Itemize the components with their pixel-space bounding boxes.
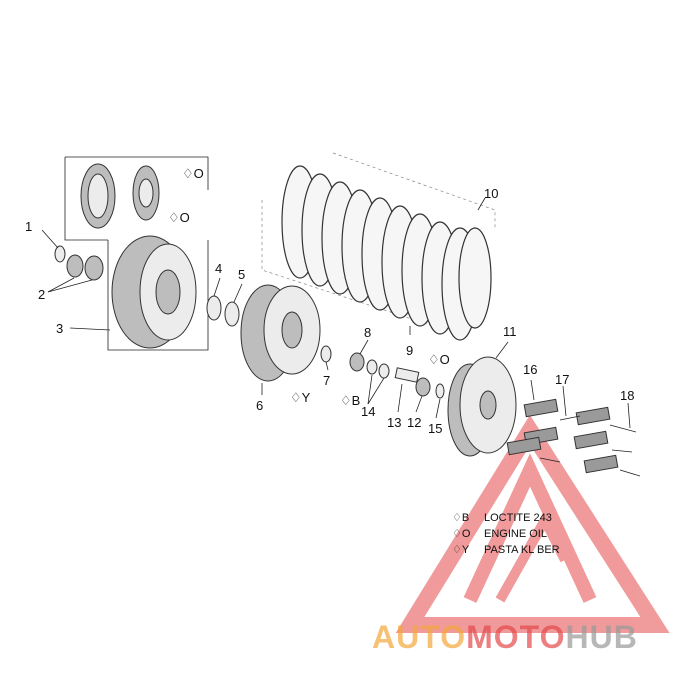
clutch-basket-group: ♢O xyxy=(107,210,209,351)
inner-hub-group: ♢Y xyxy=(240,284,321,405)
watermark-moto: MOTO xyxy=(466,619,565,655)
oil-marker: ♢O xyxy=(182,166,204,181)
callout-1: 1 xyxy=(25,219,32,234)
callout-17: 17 xyxy=(555,372,569,387)
callout-10: 10 xyxy=(484,186,498,201)
callout-18: 18 xyxy=(620,388,634,403)
oil-marker: ♢O xyxy=(428,352,450,367)
legend-symbol-o: ♢O xyxy=(452,528,471,540)
legend: ♢B LOCTITE 243 ♢O ENGINE OIL ♢Y PASTA KL… xyxy=(452,512,560,556)
callout-11: 11 xyxy=(503,324,517,339)
clutch-plates-group xyxy=(261,152,496,341)
callout-labels: 1 2 3 4 5 6 7 8 9 10 11 12 13 14 15 16 1… xyxy=(25,186,634,436)
callout-5: 5 xyxy=(238,267,245,282)
callout-3: 3 xyxy=(56,321,63,336)
loctite-marker: ♢B xyxy=(340,393,360,408)
washer-group xyxy=(206,277,243,327)
callout-4: 4 xyxy=(215,261,222,276)
legend-symbol-y: ♢Y xyxy=(452,544,470,556)
bushing-group xyxy=(41,229,111,331)
oil-marker: ♢O xyxy=(168,210,190,225)
callout-14: 14 xyxy=(361,404,375,419)
legend-text-paste: PASTA KL BER xyxy=(484,544,560,556)
legend-text-loctite: LOCTITE 243 xyxy=(484,512,552,524)
callout-16: 16 xyxy=(523,362,537,377)
callout-13: 13 xyxy=(387,415,401,430)
nut-group: ♢B xyxy=(340,339,390,408)
watermark-hub: HUB xyxy=(565,619,637,655)
watermark-logo-icon xyxy=(395,414,670,633)
callout-9: 9 xyxy=(406,343,413,358)
primary-gear-group: ♢O xyxy=(64,156,209,241)
callout-7: 7 xyxy=(323,373,330,388)
grease-marker: ♢Y xyxy=(290,390,311,405)
callout-6: 6 xyxy=(256,398,263,413)
callout-8: 8 xyxy=(364,325,371,340)
callout-15: 15 xyxy=(428,421,442,436)
pressure-plate-group xyxy=(447,341,517,457)
callout-2: 2 xyxy=(38,287,45,302)
washer-7 xyxy=(320,345,332,363)
watermark-text: AUTOMOTOHUB xyxy=(372,619,638,655)
legend-symbol-b: ♢B xyxy=(452,512,469,524)
pushrod-group: ♢O xyxy=(394,352,450,419)
legend-text-oil: ENGINE OIL xyxy=(484,528,547,540)
callout-12: 12 xyxy=(407,415,421,430)
springs-group xyxy=(506,379,641,477)
watermark-auto: AUTO xyxy=(372,619,466,655)
